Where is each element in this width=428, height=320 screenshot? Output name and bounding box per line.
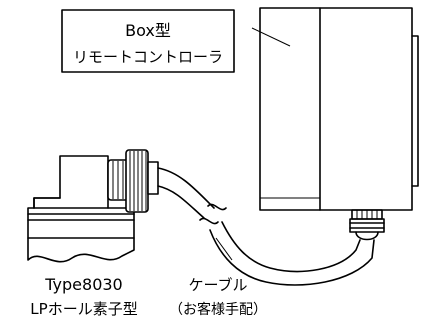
- sensor-base: [27, 207, 135, 263]
- cable-leader-line: [215, 237, 233, 261]
- box-body: [259, 7, 413, 211]
- cable-break-mark-bottom: [199, 217, 219, 225]
- sensor-housing: [33, 155, 109, 209]
- cable: [157, 167, 375, 286]
- box-lid-edge: [411, 35, 419, 187]
- sensor-model-label: Type8030: [44, 275, 122, 294]
- cable-note: （お客様手配）: [169, 301, 267, 318]
- cable-break-mark-top: [207, 203, 227, 211]
- box-subtitle: リモートコントローラ: [73, 48, 223, 66]
- label-frame: [61, 9, 235, 73]
- controller-label-box: Box型 リモートコントローラ: [61, 9, 235, 73]
- sensor-type-label: LPホール素子型: [30, 300, 137, 318]
- box-leader-line: [251, 27, 291, 47]
- sensor-connector: [107, 149, 159, 213]
- remote-controller-box: [259, 7, 419, 241]
- cable-label: ケーブル: [188, 276, 247, 294]
- cable-gland: [349, 209, 385, 241]
- sensor-body: [27, 149, 159, 263]
- box-title: Box型: [125, 21, 171, 40]
